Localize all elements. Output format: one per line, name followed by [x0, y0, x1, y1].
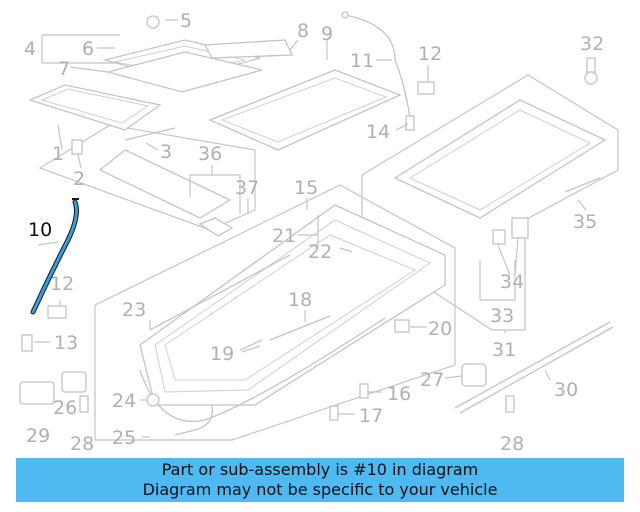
callout-31: 31	[492, 339, 516, 361]
callout-23: 23	[122, 299, 146, 321]
callout-28-right: 28	[500, 433, 524, 455]
weatherstrip-seal	[208, 69, 402, 151]
callout-25: 25	[112, 427, 136, 449]
leader-lines	[34, 19, 596, 438]
callout-12-left: 12	[50, 273, 74, 295]
callout-35: 35	[573, 211, 597, 233]
callout-17: 17	[359, 405, 383, 427]
callout-36: 36	[198, 143, 222, 165]
callout-22: 22	[308, 241, 332, 263]
callout-28-left: 28	[70, 433, 94, 455]
side-trim-strip	[454, 321, 611, 409]
callout-14: 14	[366, 121, 390, 143]
callout-5: 5	[180, 10, 192, 32]
callout-9: 9	[321, 23, 333, 45]
info-banner: Part or sub-assembly is #10 in diagram D…	[16, 458, 624, 502]
cassette-outline	[38, 124, 256, 231]
callout-32: 32	[580, 33, 604, 55]
callout-15: 15	[294, 177, 318, 199]
callout-18: 18	[288, 289, 312, 311]
callout-37: 37	[235, 177, 259, 199]
drain-hose	[344, 14, 411, 119]
callout-26: 26	[53, 397, 77, 419]
banner-disclaimer: Diagram may not be specific to your vehi…	[142, 480, 498, 499]
wind-deflector	[203, 39, 294, 59]
rear-glass-panel	[28, 84, 162, 131]
callout-11: 11	[350, 50, 374, 72]
callout-13: 13	[54, 332, 78, 354]
callout-30: 30	[554, 379, 578, 401]
frame-assembly-outline	[94, 184, 456, 441]
callout-16: 16	[387, 383, 411, 405]
callout-10: 10	[28, 219, 52, 241]
callout-6: 6	[82, 38, 94, 60]
callout-29: 29	[26, 425, 50, 447]
callout-3: 3	[160, 141, 172, 163]
callout-24: 24	[112, 390, 136, 412]
callout-8: 8	[297, 20, 309, 42]
sunshade-panel	[393, 99, 607, 219]
callout-33: 33	[490, 305, 514, 327]
callout-21: 21	[272, 225, 296, 247]
callout-12-top: 12	[418, 43, 442, 65]
cassette-frame	[98, 149, 232, 219]
callout-4: 4	[24, 38, 36, 60]
callout-2: 2	[73, 168, 85, 190]
callout-34: 34	[500, 271, 524, 293]
callout-1: 1	[52, 143, 64, 165]
callout-27: 27	[420, 369, 444, 391]
callout-19: 19	[210, 343, 234, 365]
callout-20: 20	[428, 318, 452, 340]
banner-part-note: Part or sub-assembly is #10 in diagram	[161, 460, 479, 479]
callout-7: 7	[58, 58, 70, 80]
